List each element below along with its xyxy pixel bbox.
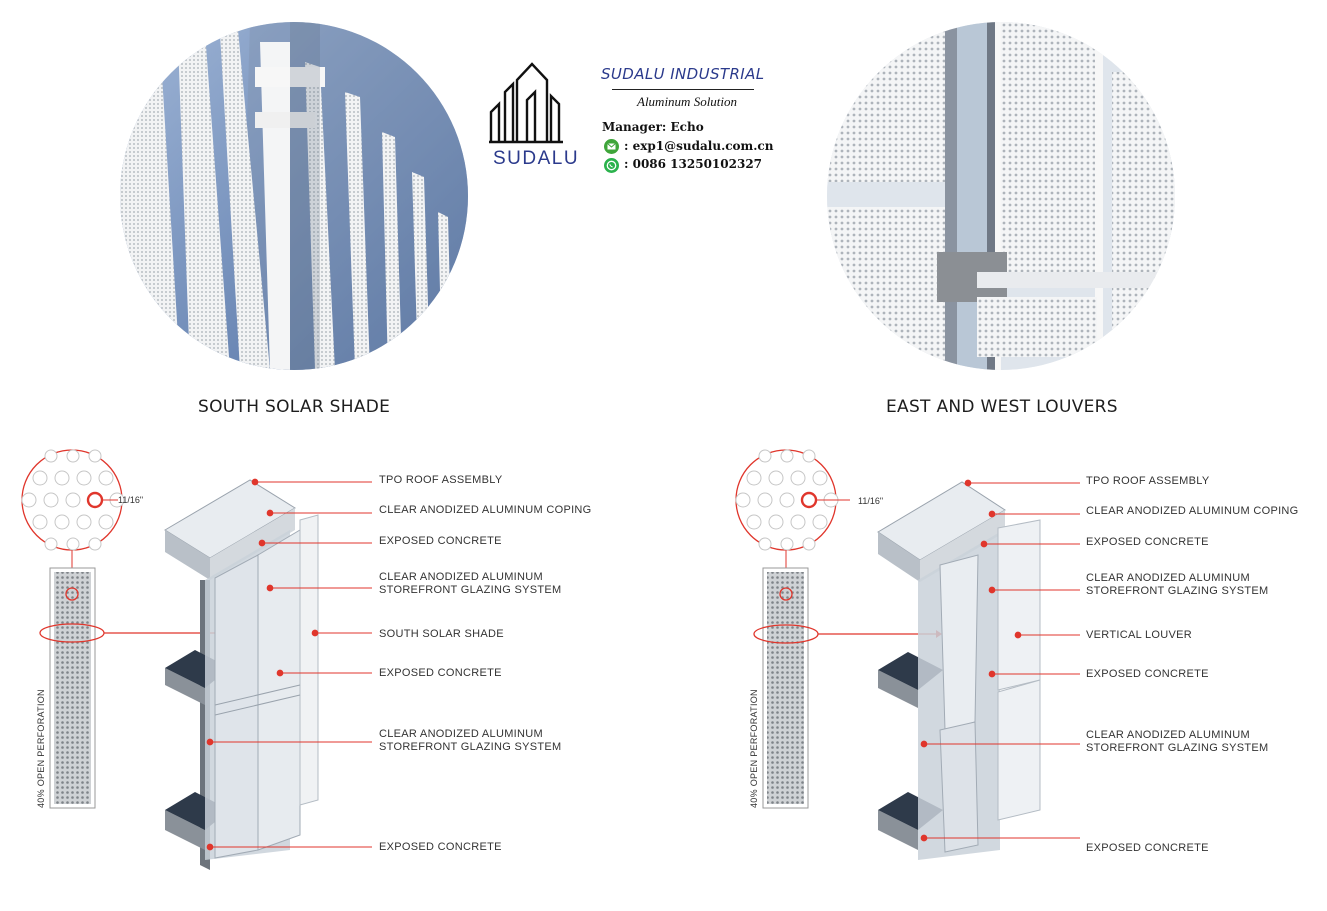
- manager-name: Manager: Echo: [602, 120, 704, 134]
- louvers-photo-illustration: [827, 22, 1175, 370]
- company-name: SUDALU INDUSTRIAL: [601, 65, 765, 83]
- left-callout-south-solar-shade: SOUTH SOLAR SHADE: [379, 628, 504, 640]
- right-callout-tpo-roof: TPO ROOF ASSEMBLY: [1086, 475, 1210, 487]
- left-hole-dimension: 11/16": [118, 495, 144, 505]
- left-callout-storefront-1: CLEAR ANODIZED ALUMINUM STOREFRONT GLAZI…: [379, 571, 562, 596]
- brand-divider: [612, 89, 754, 90]
- right-callout-coping: CLEAR ANODIZED ALUMINUM COPING: [1086, 505, 1299, 517]
- building-logo-icon: [489, 62, 563, 144]
- left-callout-tpo-roof: TPO ROOF ASSEMBLY: [379, 474, 503, 486]
- south-solar-shade-title: SOUTH SOLAR SHADE: [198, 397, 391, 417]
- left-callout-coping: CLEAR ANODIZED ALUMINUM COPING: [379, 504, 592, 516]
- whatsapp-icon: [604, 158, 619, 173]
- right-callout-storefront-2: CLEAR ANODIZED ALUMINUM STOREFRONT GLAZI…: [1086, 729, 1269, 754]
- left-callout-exposed-concrete-2: EXPOSED CONCRETE: [379, 667, 502, 679]
- south-shade-building-model: [164, 479, 319, 870]
- right-callout-vertical-louver: VERTICAL LOUVER: [1086, 629, 1192, 641]
- logo-wordmark: SUDALU: [493, 148, 580, 169]
- right-callout-leaders: [920, 479, 1080, 842]
- east-west-louvers-photo: [827, 22, 1175, 370]
- left-callout-storefront-2: CLEAR ANODIZED ALUMINUM STOREFRONT GLAZI…: [379, 728, 562, 753]
- left-perforation-label: 40% OPEN PERFORATION: [36, 689, 46, 808]
- right-perforation-label: 40% OPEN PERFORATION: [749, 689, 759, 808]
- right-callout-exposed-concrete-2: EXPOSED CONCRETE: [1086, 668, 1209, 680]
- sudalu-logo: SUDALU: [487, 62, 580, 172]
- company-tagline: Aluminum Solution: [637, 94, 738, 109]
- right-hole-dimension: 11/16": [858, 496, 884, 506]
- south-shade-axonometric-diagram: [21, 449, 372, 870]
- email-icon: [604, 139, 619, 154]
- left-callout-exposed-concrete-3: EXPOSED CONCRETE: [379, 841, 502, 853]
- left-callout-leaders: [206, 478, 372, 851]
- louvers-axonometric-diagram: [735, 449, 1080, 860]
- phone-text[interactable]: : 0086 13250102327: [624, 157, 763, 171]
- right-callout-exposed-concrete-3: EXPOSED CONCRETE: [1086, 842, 1209, 854]
- louvers-building-model: [877, 481, 1041, 860]
- perforation-detail-circle: [21, 449, 125, 590]
- south-shade-photo-illustration: [120, 22, 468, 370]
- right-callout-exposed-concrete-1: EXPOSED CONCRETE: [1086, 536, 1209, 548]
- email-text[interactable]: : exp1@sudalu.com.cn: [624, 139, 774, 153]
- south-solar-shade-photo: [120, 22, 468, 370]
- right-callout-storefront-1: CLEAR ANODIZED ALUMINUM STOREFRONT GLAZI…: [1086, 572, 1269, 597]
- east-west-louvers-title: EAST AND WEST LOUVERS: [886, 397, 1118, 417]
- left-callout-exposed-concrete-1: EXPOSED CONCRETE: [379, 535, 502, 547]
